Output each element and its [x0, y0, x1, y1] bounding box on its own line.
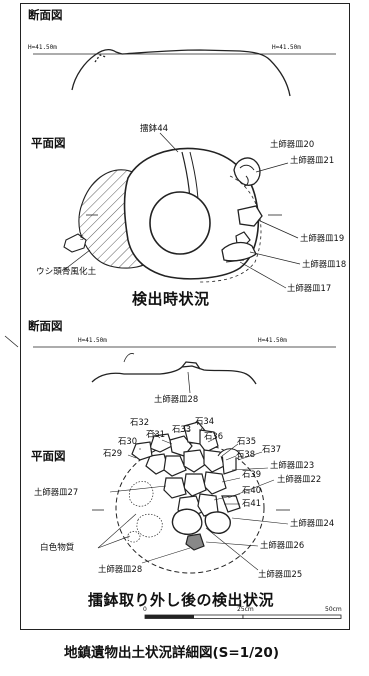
- label-stone-38: 石38: [236, 449, 256, 459]
- bottom-elevation-right: H=41.50m: [258, 337, 287, 344]
- label-dish-17: 土師器皿17: [287, 283, 332, 293]
- label-dish-21: 土師器皿21: [290, 155, 335, 165]
- figure-caption: 地鎮遺物出土状況詳細図(S=1/20): [64, 645, 279, 661]
- top-elevation-left: H=41.50m: [28, 44, 57, 51]
- label-mark-s: S: [80, 235, 84, 242]
- label-white-material: 白色物質: [40, 543, 75, 553]
- figure-frame: [20, 3, 350, 630]
- scale-mid: 25cm: [237, 606, 254, 613]
- bottom-section-profile: [33, 346, 336, 394]
- bottom-plan-label: 平面図: [31, 449, 66, 463]
- label-dish-25: 土師器皿25: [258, 569, 303, 579]
- label-stone-36: 石36: [204, 431, 224, 441]
- top-plan-drawing: [63, 132, 301, 289]
- scale-bar: [144, 614, 342, 619]
- label-stone-41: 石41: [242, 498, 262, 508]
- top-plan-label: 平面図: [31, 136, 66, 150]
- scale-end: 50cm: [325, 606, 342, 613]
- bottom-plan-drawing: [92, 421, 290, 574]
- bottom-status-title: 擂鉢取り外し後の検出状況: [88, 591, 275, 609]
- label-stone-40: 石40: [242, 485, 262, 495]
- label-stone-37: 石37: [262, 444, 282, 454]
- label-stone-39: 石39: [242, 469, 262, 479]
- label-stone-32: 石32: [130, 417, 150, 427]
- label-dish-22: 土師器皿22: [277, 474, 322, 484]
- label-dish-18: 土師器皿18: [302, 259, 347, 269]
- pit-outline: [115, 442, 265, 574]
- label-dish-26: 土師器皿26: [260, 540, 305, 550]
- label-stone-30: 石30: [118, 436, 138, 446]
- label-stone-34: 石34: [195, 416, 215, 426]
- label-section-dish-28: 土師器皿28: [154, 394, 199, 404]
- bottom-section-label: 断面図: [28, 319, 63, 333]
- label-ox-skull-soil: ウシ頭骨風化土: [36, 267, 97, 277]
- label-dish-20: 土師器皿20: [270, 139, 315, 149]
- top-section-profile: [33, 48, 336, 97]
- top-section-label: 断面図: [28, 8, 63, 22]
- top-status-title: 検出時状況: [132, 290, 210, 308]
- label-stone-31: 石31: [146, 429, 166, 439]
- label-dish-24: 土師器皿24: [290, 518, 335, 528]
- label-dish-28: 土師器皿28: [98, 564, 143, 574]
- label-suribachi-44: 擂鉢44: [140, 124, 169, 134]
- bottom-elevation-left: H=41.50m: [78, 337, 107, 344]
- annotation-leaders: [97, 427, 289, 571]
- scale-zero: 0: [143, 606, 147, 613]
- stray-line: [4, 335, 19, 348]
- stone-cluster: [131, 421, 243, 551]
- top-elevation-right: H=41.50m: [272, 44, 301, 51]
- label-dish-23: 土師器皿23: [270, 460, 315, 470]
- white-material-patches: [127, 481, 163, 543]
- label-dish-19: 土師器皿19: [300, 233, 345, 243]
- label-stone-35: 石35: [237, 436, 257, 446]
- label-dish-27: 土師器皿27: [34, 487, 79, 497]
- label-stone-29: 石29: [103, 448, 123, 458]
- label-stone-33: 石33: [172, 424, 192, 434]
